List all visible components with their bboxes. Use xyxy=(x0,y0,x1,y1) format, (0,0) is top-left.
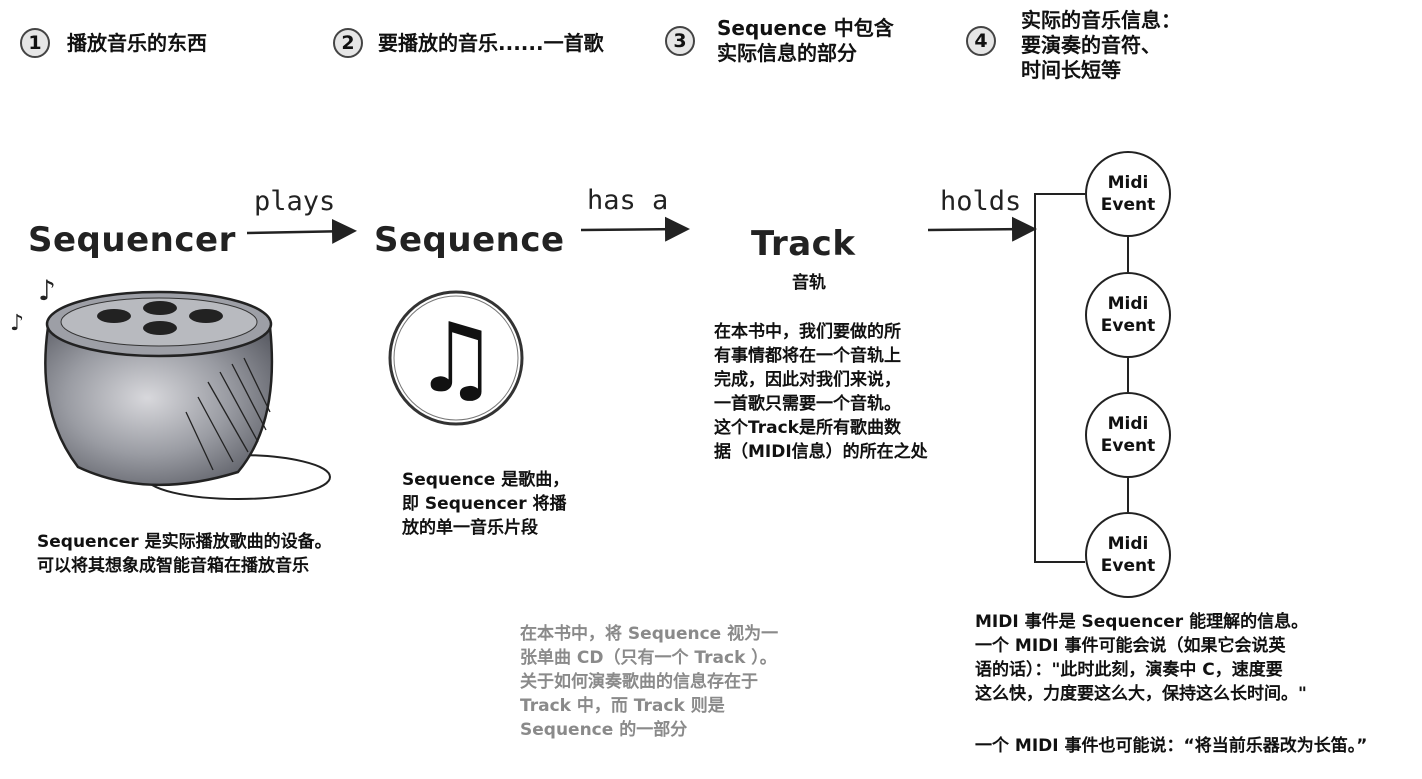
sequencer-description: Sequencer 是实际播放歌曲的设备。 可以将其想象成智能音箱在播放音乐 xyxy=(37,530,332,578)
step-1-line: 播放音乐的东西 xyxy=(67,31,207,55)
midi-event-label: Midi xyxy=(1107,173,1149,193)
sequence-description-line: Sequence 是歌曲， xyxy=(402,470,570,490)
step-4-line-2: 要演奏的音符、 xyxy=(1021,33,1161,57)
midi-event-label: Event xyxy=(1100,316,1156,336)
midi-description-line: 这么快，力度要这么大，保持这么长时间。" xyxy=(975,684,1307,704)
midi-event-label: Midi xyxy=(1107,414,1149,434)
holds-label: holds xyxy=(940,186,1022,217)
sequencer-description-line: 可以将其想象成智能音箱在播放音乐 xyxy=(37,556,309,576)
track-description-line: 据（MIDI信息）的所在之处 xyxy=(714,442,928,462)
book-note-line: 关于如何演奏歌曲的信息存在于 xyxy=(520,672,758,692)
midi-event-label: Midi xyxy=(1107,294,1149,314)
sequencer-description-line: Sequencer 是实际播放歌曲的设备。 xyxy=(37,532,332,552)
midi-event-label: Midi xyxy=(1107,534,1149,554)
midi-event-1: Midi Event xyxy=(1085,151,1171,237)
track-description-line: 完成，因此对我们来说， xyxy=(714,370,901,390)
track-description-line: 这个Track是所有歌曲数 xyxy=(714,418,901,438)
midi-event-2: Midi Event xyxy=(1085,272,1171,358)
step-4-line-3: 时间长短等 xyxy=(1021,58,1121,82)
sequence-description-line: 即 Sequencer 将播 xyxy=(402,494,567,514)
track-subtitle: 音轨 xyxy=(792,273,826,293)
sequence-description: Sequence 是歌曲， 即 Sequencer 将播 放的单一音乐片段 xyxy=(402,468,569,540)
plays-label: plays xyxy=(254,186,336,217)
midi-bracket xyxy=(1034,193,1085,563)
smart-speaker-illustration: ♪ ♪ xyxy=(10,274,331,500)
midi-event-label: Event xyxy=(1100,436,1156,456)
midi-description-line: 一个 MIDI 事件可能会说（如果它会说英 xyxy=(975,636,1286,656)
step-2-text: 要播放的音乐......一首歌 xyxy=(378,31,604,56)
book-note-line: 在本书中，将 Sequence 视为一 xyxy=(520,624,779,644)
midi-event-3: Midi Event xyxy=(1085,392,1171,478)
midi-extra-description: 一个 MIDI 事件也可能说：“将当前乐器改为长笛。” xyxy=(975,736,1368,756)
plays-arrow xyxy=(246,218,357,244)
step-3-number: 3 xyxy=(665,26,695,56)
book-note-line: 张单曲 CD（只有一个 Track ）。 xyxy=(520,648,777,668)
svg-text:♪: ♪ xyxy=(38,274,56,307)
step-4-number: 4 xyxy=(966,26,996,56)
step-4-text: 实际的音乐信息： 要演奏的音符、 时间长短等 xyxy=(1021,8,1181,83)
has-a-label: has a xyxy=(587,185,669,216)
svg-text:♪: ♪ xyxy=(10,311,24,336)
midi-event-label: Event xyxy=(1100,556,1156,576)
step-3-line-1: Sequence 中包含 xyxy=(717,16,894,40)
track-description-line: 在本书中，我们要做的所 xyxy=(714,322,901,342)
step-3-line-2: 实际信息的部分 xyxy=(717,41,857,65)
sequencer-title: Sequencer xyxy=(28,220,236,260)
midi-description-line: MIDI 事件是 Sequencer 能理解的信息。 xyxy=(975,612,1309,632)
has-a-arrow xyxy=(580,216,690,242)
track-description: 在本书中，我们要做的所 有事情都将在一个音轨上 完成，因此对我们来说， 一首歌只… xyxy=(714,320,928,464)
svg-text:♫: ♫ xyxy=(413,302,499,414)
step-1-number: 1 xyxy=(20,28,50,58)
midi-event-label: Event xyxy=(1100,195,1156,215)
book-note-line: Sequence 的一部分 xyxy=(520,720,688,740)
midi-description: MIDI 事件是 Sequencer 能理解的信息。 一个 MIDI 事件可能会… xyxy=(975,610,1308,706)
midi-event-4: Midi Event xyxy=(1085,512,1171,598)
step-2-line: 要播放的音乐......一首歌 xyxy=(378,31,604,55)
sequence-title: Sequence xyxy=(374,220,565,260)
book-note: 在本书中，将 Sequence 视为一 张单曲 CD（只有一个 Track ）。… xyxy=(520,622,778,742)
step-1-text: 播放音乐的东西 xyxy=(67,31,207,56)
midi-description-line: 语的话）："此时此刻，演奏中 C，速度要 xyxy=(975,660,1283,680)
book-note-line: Track 中，而 Track 则是 xyxy=(520,696,725,716)
sequence-description-line: 放的单一音乐片段 xyxy=(402,518,538,538)
track-description-line: 有事情都将在一个音轨上 xyxy=(714,346,901,366)
track-title: Track xyxy=(751,224,856,264)
step-3-text: Sequence 中包含 实际信息的部分 xyxy=(717,16,894,66)
step-4-line-1: 实际的音乐信息： xyxy=(1021,8,1181,32)
music-note-icon: ♫ xyxy=(388,290,524,426)
step-2-number: 2 xyxy=(333,28,363,58)
holds-arrow xyxy=(927,216,1037,242)
track-description-line: 一首歌只需要一个音轨。 xyxy=(714,394,901,414)
